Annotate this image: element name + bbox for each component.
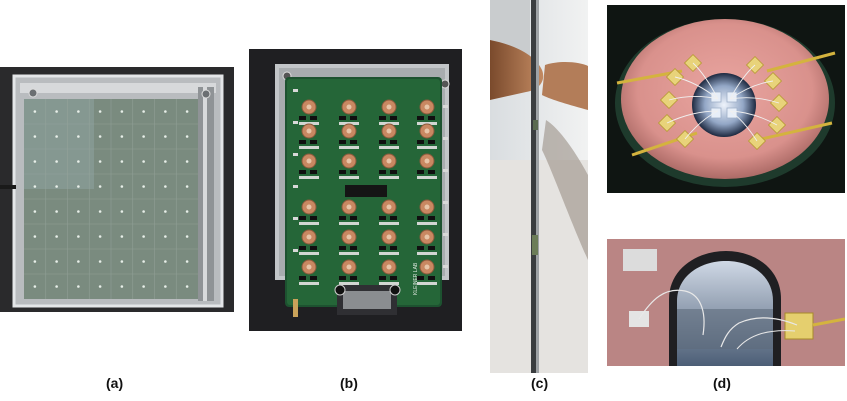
pcb-silkscreen-text: KLEINER LAB bbox=[413, 262, 419, 295]
photo-d-bottom-microscope bbox=[607, 239, 845, 366]
photo-b-readout-board: KLEINER LAB bbox=[249, 49, 462, 331]
photo-c-edge-view bbox=[490, 0, 588, 373]
caption-a: (a) bbox=[106, 375, 124, 391]
photo-d-top-microscope bbox=[607, 5, 845, 193]
photo-a-glass-plate bbox=[0, 67, 234, 312]
caption-c: (c) bbox=[531, 375, 549, 391]
caption-d: (d) bbox=[713, 375, 731, 391]
caption-b: (b) bbox=[340, 375, 358, 391]
